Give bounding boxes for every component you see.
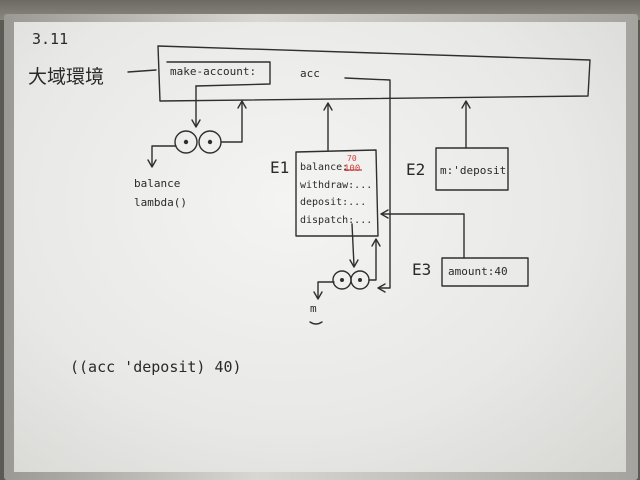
e2-binding: m:'deposit bbox=[440, 164, 507, 177]
balance-old-value: 100 bbox=[344, 164, 361, 174]
e2-frame-box bbox=[435, 147, 509, 191]
dispatch-dot-left bbox=[340, 278, 344, 282]
make-account-label: make-account: bbox=[170, 65, 257, 78]
arrowhead bbox=[147, 159, 157, 168]
dispatch-dot-right bbox=[358, 278, 362, 282]
arrowhead bbox=[191, 119, 201, 128]
proc-circle-left bbox=[174, 130, 198, 154]
arrowhead bbox=[323, 102, 333, 111]
proc-body-text: lambda() bbox=[134, 196, 187, 209]
heading-text: 3.11 bbox=[32, 30, 69, 48]
arrowhead bbox=[237, 100, 247, 109]
e3-to-e1-arrow bbox=[381, 213, 465, 259]
e1-frame-box bbox=[295, 149, 379, 237]
proc-env-pointer bbox=[220, 101, 243, 143]
proc-param-text: balance bbox=[134, 177, 181, 190]
dispatch-code-pointer bbox=[317, 281, 335, 299]
proc-code-pointer bbox=[151, 145, 177, 167]
expression-text: ((acc 'deposit) 40) bbox=[70, 358, 242, 376]
dispatch-env-pointer bbox=[368, 239, 377, 281]
arrowhead bbox=[313, 291, 323, 300]
global-frame-box bbox=[157, 45, 591, 102]
arrowhead bbox=[461, 100, 471, 109]
e3-binding: amount:40 bbox=[448, 265, 508, 278]
acc-pointer bbox=[344, 77, 391, 289]
arrowhead bbox=[380, 209, 389, 219]
acc-label: acc bbox=[300, 67, 320, 80]
arrowhead bbox=[371, 238, 381, 247]
dispatch-pointer bbox=[351, 223, 355, 267]
proc-dot-right bbox=[207, 139, 213, 145]
e1-binding-dispatch: dispatch:... bbox=[300, 215, 373, 226]
e1-label: E1 bbox=[270, 158, 290, 177]
e1-binding-balance: balance: bbox=[300, 162, 349, 173]
make-account-binding-box bbox=[166, 61, 271, 87]
global-env-label: 大域環境 bbox=[28, 66, 105, 88]
arrowhead bbox=[377, 283, 386, 293]
arrowhead bbox=[349, 259, 359, 268]
global-label-connector bbox=[127, 69, 157, 73]
e1-binding-deposit: deposit:... bbox=[300, 197, 367, 208]
e3-frame-box bbox=[441, 257, 529, 287]
e1-binding-withdraw: withdraw:... bbox=[300, 180, 373, 191]
e3-label: E3 bbox=[412, 260, 432, 279]
e2-label: E2 bbox=[406, 160, 426, 179]
squiggle-mark bbox=[309, 321, 323, 325]
balance-new-value: 70 bbox=[347, 154, 357, 163]
proc-dot-left bbox=[183, 139, 189, 145]
dispatch-param-text: m bbox=[310, 302, 317, 315]
